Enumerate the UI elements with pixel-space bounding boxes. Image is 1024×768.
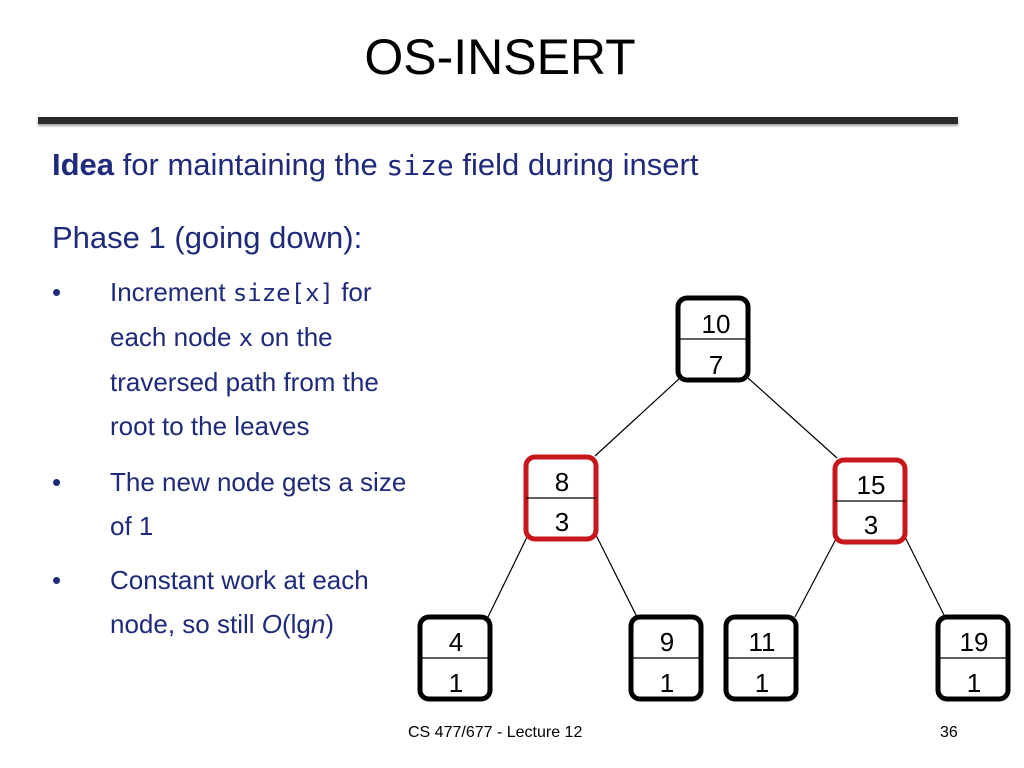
bullet-1-line-3: traversed path from the [110, 367, 379, 397]
node-key: 19 [960, 627, 989, 657]
tree-node-9: 9 1 [628, 614, 704, 702]
node-size: 1 [755, 668, 769, 698]
bullet-1-line-1: Increment size[x] for [110, 270, 379, 315]
slide-title: OS-INSERT [364, 29, 636, 85]
tree-node-19: 19 1 [935, 614, 1011, 702]
idea-code: size [386, 149, 454, 182]
edge-8-9 [595, 534, 638, 618]
bullet-2-line-1: The new node gets a size [110, 467, 407, 497]
phase-heading: Phase 1 (going down): [52, 220, 363, 255]
n-var: n [310, 609, 326, 639]
edge-15-11 [794, 536, 838, 618]
tree-node-10: 10 7 [675, 295, 751, 383]
node-key: 8 [555, 467, 569, 497]
title-divider [38, 117, 958, 124]
node-size: 3 [555, 507, 569, 537]
bullet-1-text: Increment size[x] for each node x on the… [110, 270, 379, 448]
edge-8-4 [487, 534, 529, 618]
text-run: on the [253, 322, 333, 352]
node-key: 10 [702, 309, 731, 339]
footer-course: CS 477/677 - Lecture 12 [408, 724, 583, 741]
node-key: 15 [857, 470, 886, 500]
paren: ) [325, 609, 335, 639]
bullet-1-line-2: each node x on the [110, 315, 379, 360]
idea-bold: Idea [52, 147, 115, 182]
bullet-3-text: Constant work at each node, so still O(l… [110, 558, 369, 646]
footer-page-number: 36 [940, 724, 958, 741]
node-size: 1 [449, 668, 463, 698]
tree-node-11: 11 1 [723, 614, 799, 702]
bullet-2-text: The new node gets a size of 1 [110, 460, 406, 548]
idea-line: Idea for maintaining the size field duri… [52, 147, 698, 183]
node-size: 7 [709, 350, 723, 380]
bullet-3-line-1: Constant work at each [110, 565, 369, 595]
tree-node-15: 15 3 [832, 457, 908, 545]
node-size: 1 [967, 668, 981, 698]
idea-text-1: for maintaining the [122, 147, 378, 182]
node-key: 9 [660, 627, 674, 657]
edge-10-15 [747, 377, 838, 459]
tree-node-4: 4 1 [417, 614, 493, 702]
edge-15-19 [904, 536, 946, 618]
code-run: size[x] [232, 279, 334, 307]
big-o: O [261, 609, 282, 639]
bullet-dot: • [52, 277, 62, 307]
text-run: Increment [110, 277, 233, 307]
tree-edges [487, 377, 946, 618]
bullet-1-line-4: root to the leaves [110, 411, 310, 441]
lg-text: lg [290, 609, 311, 639]
bullet-2-line-2: of 1 [110, 511, 154, 541]
tree-node-8: 8 3 [523, 454, 599, 542]
idea-text-2: field during insert [462, 147, 699, 182]
node-size: 1 [660, 668, 674, 698]
node-key: 4 [449, 627, 463, 657]
text-run: for [333, 277, 372, 307]
bullet-3-line-2: node, so still O(lgn) [110, 602, 369, 646]
text-run: node, so still [110, 609, 262, 639]
paren: ( [281, 609, 291, 639]
text-run: each node [110, 322, 239, 352]
bullet-dot: • [52, 565, 62, 595]
node-size: 3 [864, 510, 878, 540]
edge-10-8 [594, 377, 681, 457]
code-run: x [238, 324, 254, 352]
bullet-dot: • [52, 467, 62, 497]
node-key: 11 [749, 627, 776, 657]
